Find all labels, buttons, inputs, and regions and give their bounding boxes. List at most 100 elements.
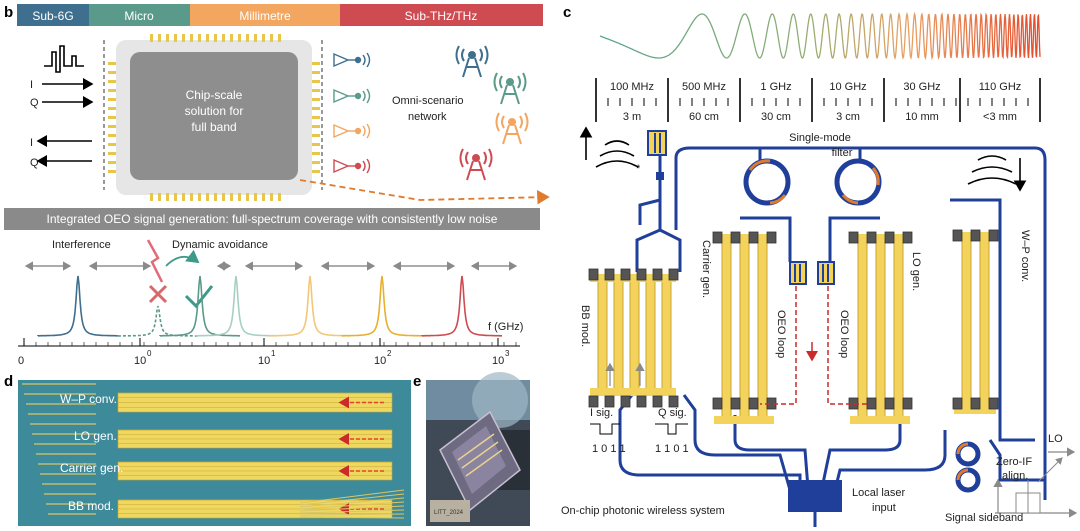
chip-photo: LITT_2024 <box>426 372 530 526</box>
chirp-wave <box>599 11 1041 61</box>
spectrum-peak <box>117 305 198 337</box>
freq-label: 100 MHz <box>610 81 654 93</box>
tower-icons <box>455 45 529 181</box>
chip: Chip-scale solution for full band <box>108 34 320 201</box>
band-label: Sub-6G <box>32 9 73 23</box>
electrode-arm <box>961 235 972 411</box>
oeo-pad <box>789 261 807 285</box>
pulse-icon <box>44 45 84 73</box>
freq-label: 1 GHz <box>760 81 791 93</box>
i-waveform <box>590 423 620 435</box>
electrode-arm <box>739 237 750 421</box>
tick-exponent: 0 <box>147 349 152 358</box>
lo-label: LO <box>1048 433 1063 445</box>
micrograph-d: W–P conv. LO gen. Carrier gen. BB mod. <box>18 380 411 526</box>
electrode-arm <box>875 237 886 421</box>
sideband-label: Signal sideband <box>945 512 1023 524</box>
wavelength-label: <3 mm <box>983 111 1017 123</box>
hop-arrow <box>165 249 200 267</box>
system-title: On-chip photonic wireless system <box>561 505 725 517</box>
network-label: network <box>408 111 447 123</box>
waveguide <box>833 430 947 491</box>
single-mode-label: Single-mode <box>789 132 851 144</box>
electrode-arm <box>757 237 768 421</box>
freq-label: 30 GHz <box>903 81 940 93</box>
band-subthz <box>340 4 543 26</box>
panel-b-label: b <box>4 4 13 21</box>
waveguide <box>820 415 902 489</box>
chip-text: Chip-scale <box>186 88 243 102</box>
tick-label: 10 <box>134 355 146 367</box>
freq-label: 500 MHz <box>682 81 726 93</box>
waveguide <box>682 394 792 491</box>
laser-label: input <box>872 502 896 514</box>
carrier-gen-label: Carrier gen. <box>700 240 712 298</box>
waveguide <box>635 153 682 272</box>
laser-block <box>788 480 842 512</box>
wavelength-label: 3 m <box>623 111 641 123</box>
q-sig-label: Q sig. <box>658 407 687 419</box>
lightning-icon <box>146 239 164 283</box>
filter-label: filter <box>832 147 853 159</box>
electrode-arm <box>661 277 672 393</box>
band-label: Millimetre <box>239 9 291 23</box>
electrode-arm <box>857 237 868 421</box>
panel-d-label: d <box>4 373 13 390</box>
amplifier-icon <box>333 158 371 174</box>
antenna-pad <box>647 130 667 156</box>
spectrum-peak <box>421 275 502 337</box>
q-bits: 1 1 0 1 <box>655 443 689 455</box>
lo-gen-label: LO gen. <box>910 252 922 291</box>
spectrum-peak <box>37 275 118 337</box>
tower-icon <box>459 148 493 181</box>
radiation-icon <box>967 155 1017 185</box>
laser-label: Local laser <box>852 487 906 499</box>
i-sig-label: I sig. <box>590 407 613 419</box>
panel-e-label: e <box>413 373 421 390</box>
electrode-arm <box>629 277 640 393</box>
q-label: Q <box>30 97 39 109</box>
tick-exponent: 3 <box>505 349 510 358</box>
band-millimetre <box>190 4 340 26</box>
network-label: Omni-scenario <box>392 95 464 107</box>
photonic-system: * Single-mode filter BB mod. Carrier gen… <box>561 126 1078 527</box>
star-mark: * <box>636 163 641 175</box>
tick-exponent: 2 <box>387 349 392 358</box>
oeo-loop-label: OEO loop <box>838 310 850 358</box>
i-label-out: I <box>30 137 33 149</box>
waveguide <box>950 198 1035 442</box>
electrode-arm <box>613 277 624 393</box>
micro-label: BB mod. <box>68 499 114 513</box>
wavelength-label: 3 cm <box>836 111 860 123</box>
chip-text: full band <box>191 120 236 134</box>
band-sub6g <box>17 4 89 26</box>
axis-label: f (GHz) <box>488 321 523 333</box>
tick-label: 0 <box>18 355 24 367</box>
radiation-icon <box>595 140 639 168</box>
panel-c-label: c <box>563 4 571 21</box>
zero-if-label: align. <box>1002 470 1028 482</box>
electrode-arm <box>979 235 990 411</box>
spectrum-peak <box>159 275 240 337</box>
banner-bar <box>4 208 540 230</box>
spectrum-peak <box>195 275 276 337</box>
spectrum-peak <box>269 275 350 337</box>
q-waveform <box>655 423 688 435</box>
wavelength-label: 60 cm <box>689 111 719 123</box>
waveguide <box>758 148 862 160</box>
bb-mod-label: BB mod. <box>579 305 591 347</box>
waveguide <box>740 216 880 262</box>
tower-icon <box>455 45 489 78</box>
tick-exponent: 1 <box>271 349 276 358</box>
oeo-pad <box>817 261 835 285</box>
micro-label: LO gen. <box>74 429 117 443</box>
waveguide <box>988 439 1045 482</box>
i-bits: 1 0 1 1 <box>592 443 626 455</box>
tick-label: 10 <box>374 355 386 367</box>
waveguide <box>638 198 661 225</box>
band-micro <box>89 4 190 26</box>
wavelength-label: 30 cm <box>761 111 791 123</box>
